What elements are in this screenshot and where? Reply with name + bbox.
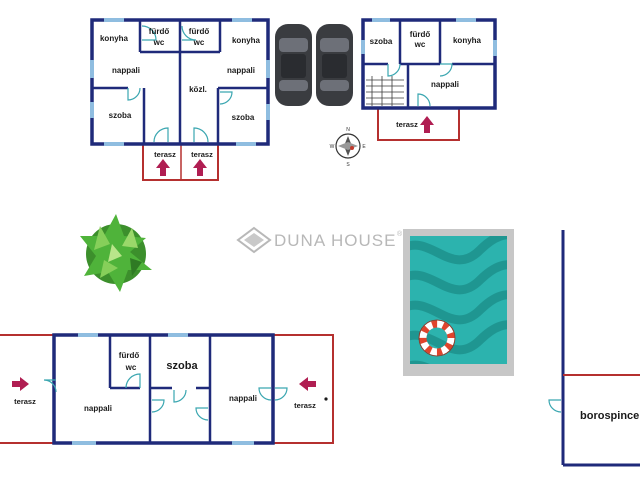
watermark-brand: DUNA HOUSE (274, 231, 396, 250)
building-c-windows (72, 333, 254, 445)
terrace-outline (272, 334, 334, 444)
building-b-doors (387, 63, 453, 107)
building-b-windows (361, 18, 497, 56)
cellar-door (548, 399, 562, 413)
arrow-up-icon (156, 159, 170, 176)
compass-east: E (362, 144, 366, 150)
label-wc: wc (193, 38, 205, 47)
label-terrace: terasz (396, 120, 418, 129)
terrace-outline (0, 334, 55, 444)
label-kitchen: konyha (453, 36, 482, 45)
stairs (366, 76, 404, 106)
label-terrace: terasz (154, 150, 176, 159)
label-kitchen: konyha (232, 36, 261, 45)
label-wc: wc (125, 363, 137, 372)
label-bath: fürdő (189, 27, 210, 36)
label-bath: fürdő (149, 27, 170, 36)
wine-cellar: borospince (548, 230, 640, 467)
building-a-interior-walls (92, 20, 268, 144)
label-living: nappali (229, 394, 257, 403)
building-c-doors (43, 373, 288, 421)
label-living: nappali (112, 66, 140, 75)
watermark-registered: ® (397, 230, 403, 238)
compass-south: S (346, 162, 350, 168)
label-living: nappali (431, 80, 459, 89)
label-living: nappali (227, 66, 255, 75)
arrow-up-icon (420, 116, 434, 133)
arrow-left-icon (299, 377, 316, 391)
terrace-outline (377, 107, 460, 141)
watermark: DUNA HOUSE ® (236, 226, 403, 254)
label-hall: közl. (189, 85, 207, 94)
arrow-up-icon (193, 159, 207, 176)
parking (275, 24, 353, 106)
label-terrace: terasz (191, 150, 213, 159)
label-wc: wc (414, 40, 426, 49)
label-living: nappali (84, 404, 112, 413)
label-room: szoba (109, 111, 132, 120)
label-bath: fürdő (119, 351, 140, 360)
label-kitchen: konyha (100, 34, 129, 43)
label-wc: wc (153, 38, 165, 47)
pool (403, 229, 514, 376)
label-terrace: terasz (294, 401, 316, 410)
building-a-windows (90, 18, 270, 146)
building-a-doors (127, 25, 233, 143)
tree-icon (80, 214, 152, 292)
compass: N E S W (330, 127, 367, 168)
building-b: szoba fürdő wc konyha nappali terasz (361, 18, 497, 141)
building-b-interior-walls (363, 20, 495, 108)
life-ring-icon (418, 319, 456, 357)
building-a: konyha fürdő wc nappali szoba közl. fürd… (90, 18, 270, 181)
car-icon (275, 24, 312, 106)
label-room: szoba (166, 360, 198, 372)
building-c: fürdő wc szoba nappali nappali terasz te… (0, 333, 334, 445)
label-bath: fürdő (410, 30, 431, 39)
car-icon (316, 24, 353, 106)
label-terrace: terasz (14, 397, 36, 406)
label-wine-cellar: borospince (580, 410, 639, 422)
label-room: szoba (370, 37, 393, 46)
marker-dot (324, 397, 328, 401)
arrow-right-icon (12, 377, 29, 391)
logo-icon (236, 226, 272, 254)
compass-west: W (330, 144, 335, 150)
label-room: szoba (232, 113, 255, 122)
compass-north: N (346, 127, 350, 133)
entrance-arrows (156, 159, 207, 176)
building-c-interior-walls (108, 335, 212, 443)
